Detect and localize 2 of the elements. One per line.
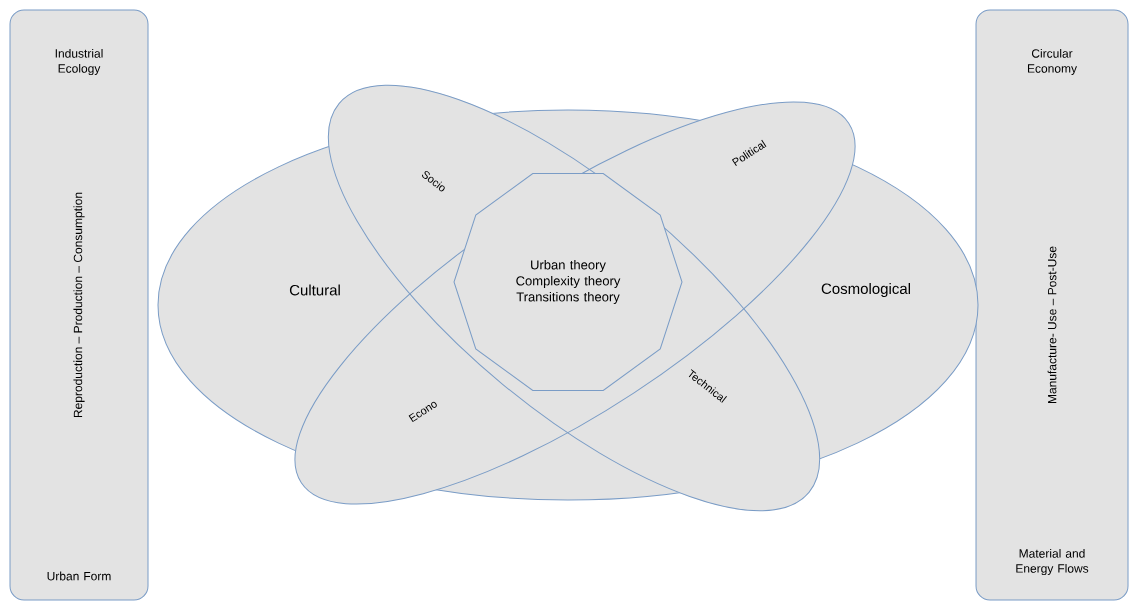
side-panel: Circular Economy Manufacture- Use – Post-Use Material and Energy Flows [975, 9, 1129, 601]
side-panel: Industrial Ecology Reproduction – Production – Consumption Urban Form [9, 9, 149, 601]
